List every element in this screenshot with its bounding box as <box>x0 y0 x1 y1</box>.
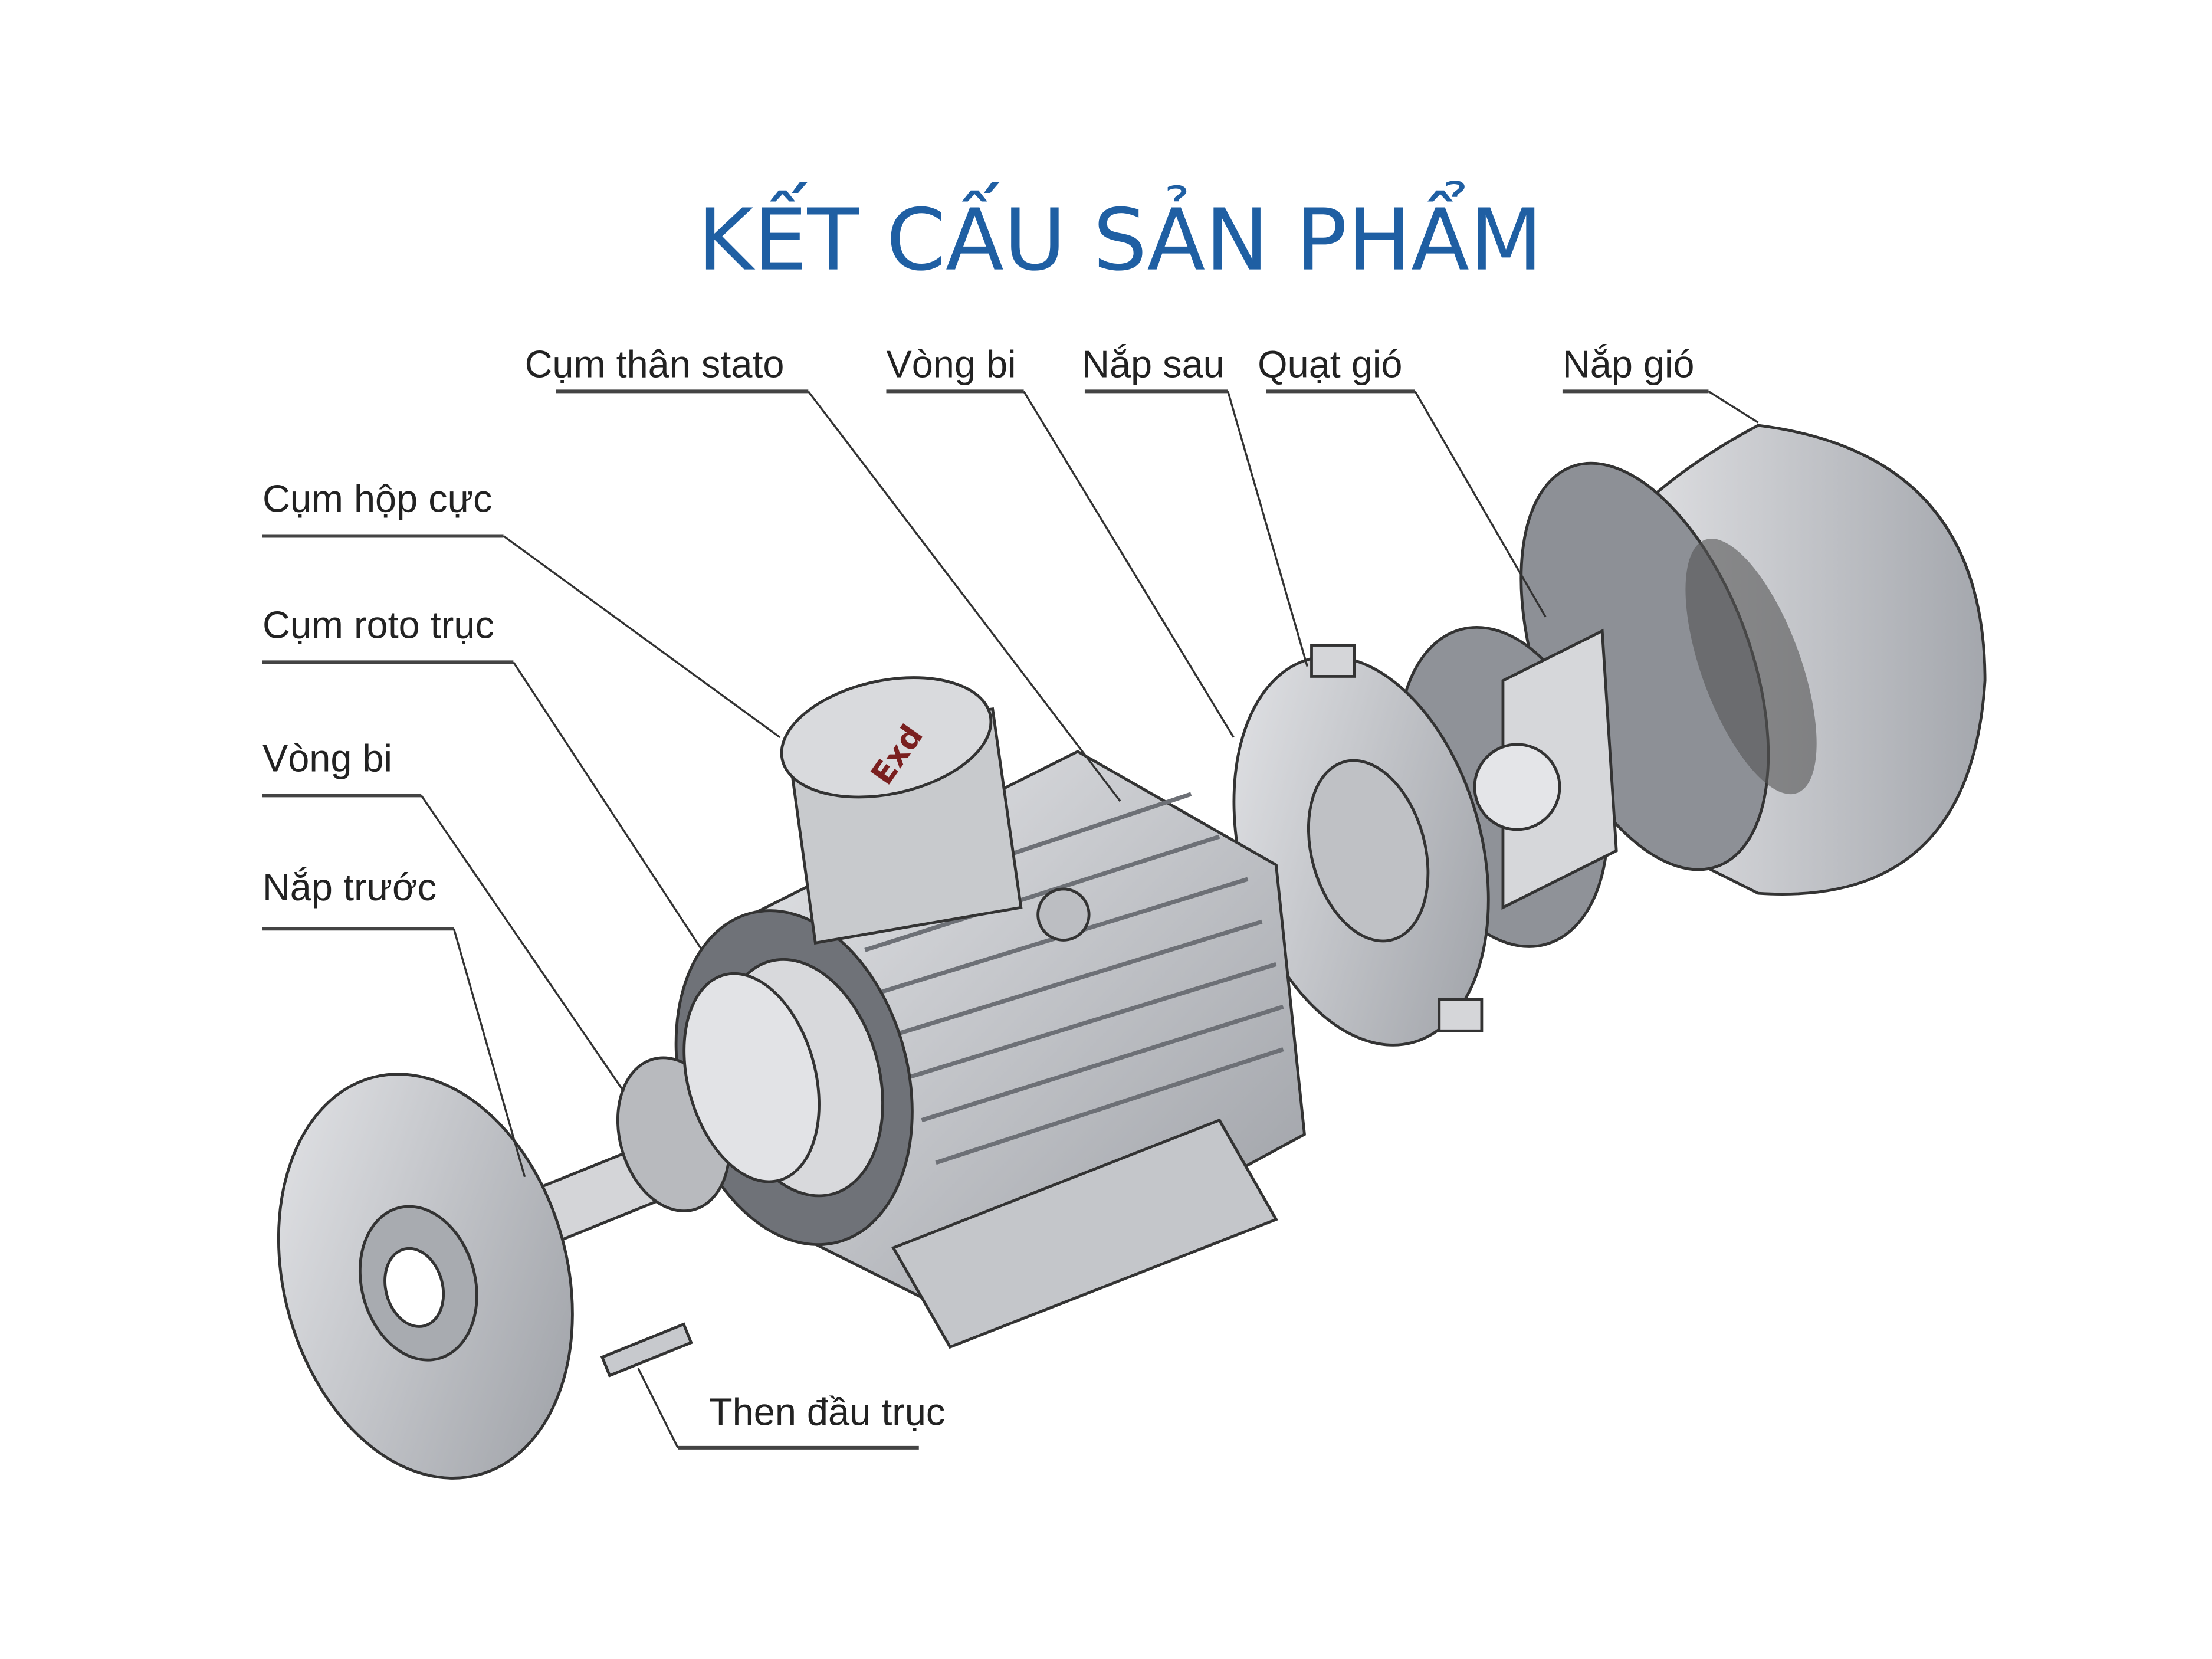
svg-text:Vòng bi: Vòng bi <box>886 342 1016 385</box>
label-bearing-front: Vòng bi <box>262 736 625 1093</box>
front-cover <box>277 1073 574 1480</box>
label-shaft-key: Then đầu trục <box>637 1368 945 1450</box>
svg-text:Nắp trước: Nắp trước <box>262 865 437 909</box>
label-fan: Quạt gió <box>1258 342 1547 618</box>
svg-text:Vòng bi: Vòng bi <box>262 736 392 779</box>
page-title: KẾT CẤU SẢN PHẨM <box>698 181 1543 290</box>
svg-text:Cụm roto trục: Cụm roto trục <box>262 604 494 647</box>
label-rear-cover: Nắp sau <box>1082 342 1308 667</box>
svg-text:Nắp sau: Nắp sau <box>1082 342 1225 385</box>
svg-text:Quạt gió: Quạt gió <box>1258 342 1402 385</box>
svg-text:Nắp gió: Nắp gió <box>1563 342 1695 385</box>
rear-cover <box>1232 644 1490 1047</box>
shaft-key <box>600 1322 693 1378</box>
terminal-box: Exd <box>780 676 1091 945</box>
svg-text:Cụm hộp cực: Cụm hộp cực <box>262 477 493 520</box>
label-front-cover: Nắp trước <box>262 865 526 1178</box>
label-rotor-shaft: Cụm roto trục <box>262 604 703 951</box>
label-bearing-rear: Vòng bi <box>886 342 1235 738</box>
svg-text:Then đầu trục: Then đầu trục <box>709 1390 945 1433</box>
label-terminal-box: Cụm hộp cực <box>262 477 781 739</box>
label-fan-cover: Nắp gió <box>1562 342 1759 424</box>
rotor-shaft <box>532 972 821 1244</box>
label-stator: Cụm thân stato <box>525 342 1121 802</box>
motor-illustration: Exd <box>277 424 1987 1480</box>
svg-text:Cụm thân stato: Cụm thân stato <box>525 342 785 385</box>
